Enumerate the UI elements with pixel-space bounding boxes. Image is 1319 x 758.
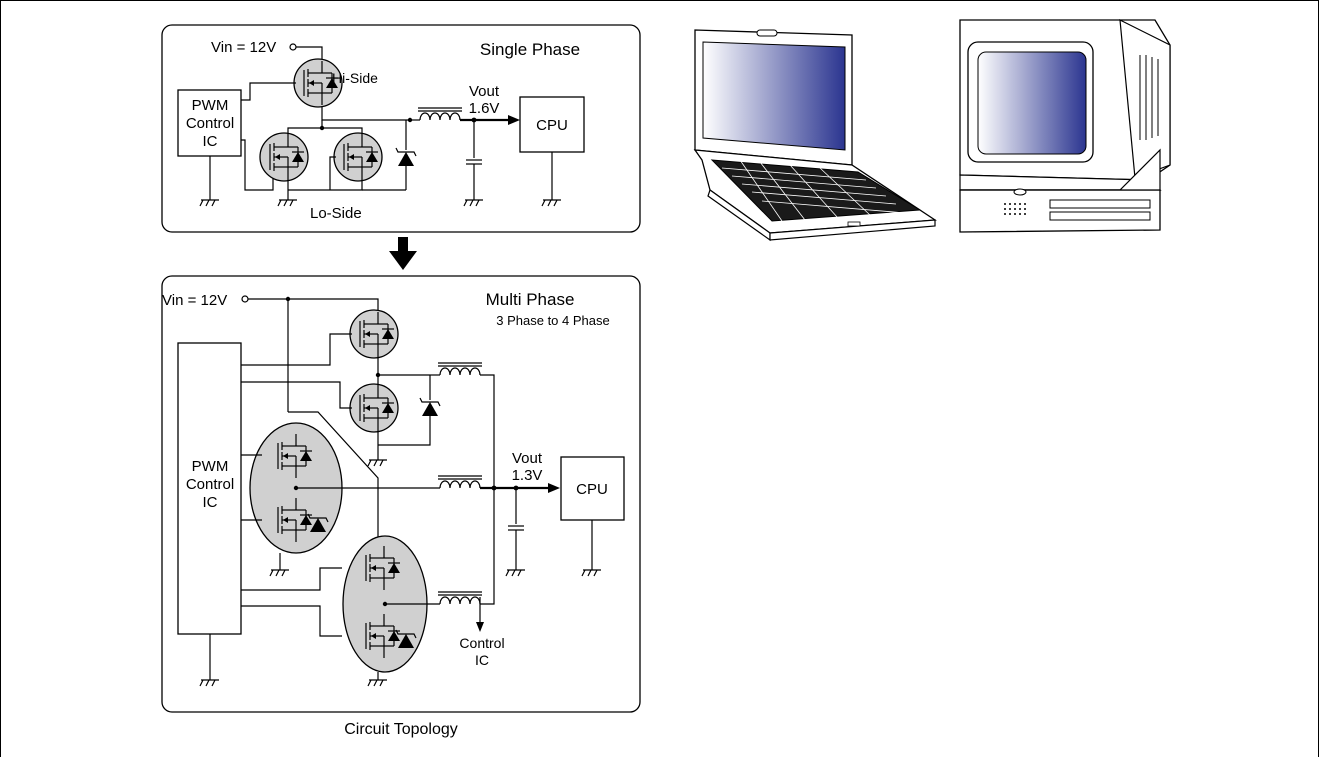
single-pwm-line3: IC: [203, 133, 218, 150]
phase1-lo-mosfet: [349, 383, 399, 433]
multi-phase-title: Multi Phase: [486, 290, 575, 309]
single-pwm-line1: PWM: [192, 97, 229, 114]
multi-vin-label: Vin = 12V: [162, 292, 227, 309]
desktop-computer-icon: [959, 18, 1171, 233]
single-vin-label: Vin = 12V: [211, 39, 276, 56]
laptop-computer-icon: [693, 29, 937, 242]
hi-side-label: Hi-Side: [332, 70, 378, 86]
multi-pwm-line3: IC: [203, 494, 218, 511]
multi-phase-panel: Multi Phase 3 Phase to 4 Phase Vin = 12V…: [161, 275, 641, 713]
single-cpu-label: CPU: [536, 117, 568, 134]
single-pwm-line2: Control: [186, 115, 234, 132]
single-phase-title: Single Phase: [480, 40, 580, 59]
multi-pwm-line2: Control: [186, 476, 234, 493]
feedback-ic-line1: Control: [459, 635, 504, 651]
single-phase-panel: Single Phase Vin = 12V Hi-Side PWM Contr…: [161, 24, 641, 233]
multi-cpu-label: CPU: [576, 481, 608, 498]
feedback-ic-line2: IC: [475, 652, 489, 668]
single-vout-value: 1.6V: [469, 100, 500, 117]
multi-cpu: CPU: [560, 456, 625, 521]
multi-vout-label: Vout: [512, 450, 543, 467]
lo-side-label: Lo-Side: [310, 205, 362, 222]
lo-side-mosfet-1: [259, 132, 309, 182]
multi-vout-value: 1.3V: [512, 467, 543, 484]
single-pwm-controller: PWM Control IC: [177, 89, 242, 157]
multi-pwm-line1: PWM: [192, 458, 229, 475]
phase1-hi-mosfet: [349, 309, 399, 359]
single-vout-label: Vout: [469, 83, 500, 100]
single-cpu: CPU: [519, 96, 585, 153]
figure-caption: Circuit Topology: [344, 721, 458, 738]
multi-phase-subtitle: 3 Phase to 4 Phase: [496, 313, 609, 328]
multi-pwm-controller: PWM Control IC: [177, 342, 242, 635]
lo-side-mosfet-2: [333, 132, 383, 182]
transition-arrow: [389, 237, 417, 270]
